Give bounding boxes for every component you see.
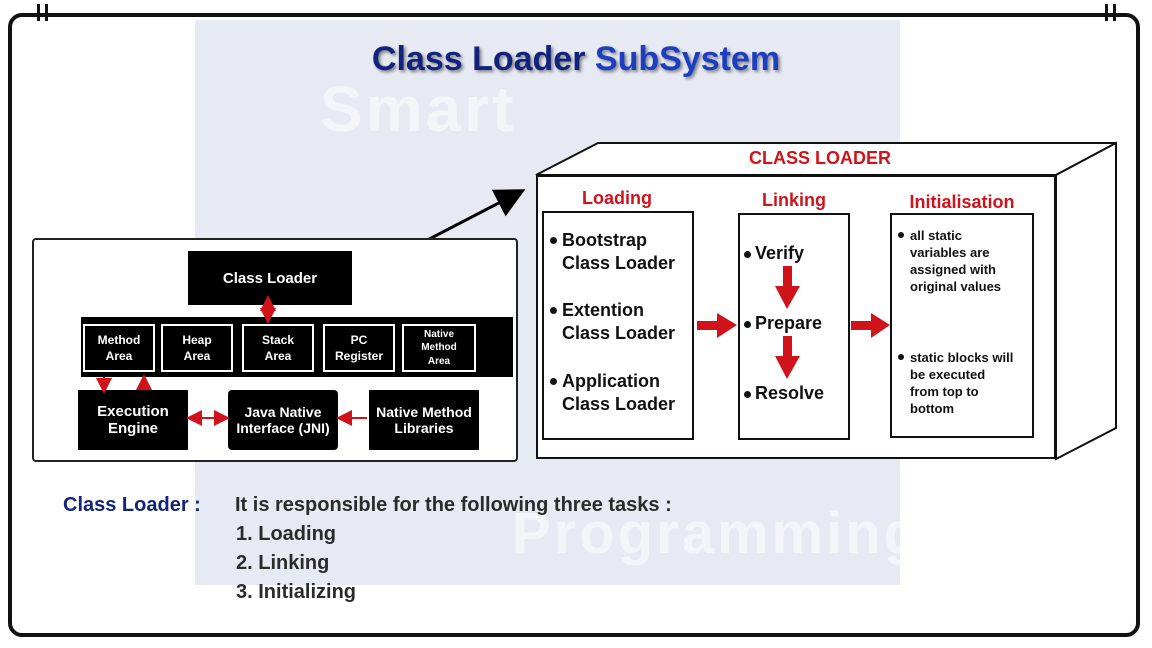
heap-area: Heap Area xyxy=(161,324,233,372)
frame-tick-left-2 xyxy=(45,4,48,21)
linking-item-prepare: Prepare xyxy=(744,313,822,334)
linking-column: Verify Prepare Resolve xyxy=(738,213,850,440)
init-item-static-variables: all static variables are assigned with o… xyxy=(898,227,1001,295)
title-main: Class Loader xyxy=(371,40,586,78)
loading-item-bootstrap: Bootstrap Class Loader xyxy=(550,229,675,275)
task-linking: 2. Linking xyxy=(236,552,330,574)
jni-block: Java Native Interface (JNI) xyxy=(228,390,338,450)
init-item-static-blocks: static blocks will be executed from top … xyxy=(898,349,1013,417)
stack-area: Stack Area xyxy=(242,324,314,372)
outer-frame xyxy=(8,13,1140,637)
task-initializing: 3. Initializing xyxy=(236,581,357,603)
jvm-architecture-panel: Class Loader Method Area Heap Area Stack… xyxy=(32,238,518,462)
class-loader-title: CLASS LOADER xyxy=(748,148,891,168)
initialisation-column: all static variables are assigned with o… xyxy=(890,213,1034,438)
initialisation-heading: Initialisation xyxy=(909,192,1015,212)
frame-tick-right-1 xyxy=(1105,4,1108,21)
loading-column: Bootstrap Class Loader Extention Class L… xyxy=(542,211,694,440)
native-method-area: Native Method Area xyxy=(402,324,476,372)
runtime-data-areas: Method Area Heap Area Stack Area PC Regi… xyxy=(81,317,513,377)
loading-item-application: Application Class Loader xyxy=(550,370,675,416)
watermark-text-top: Smart xyxy=(320,73,517,145)
linking-item-resolve: Resolve xyxy=(744,383,824,404)
linking-heading: Linking xyxy=(762,190,826,210)
title-sub: SubSystem xyxy=(594,40,781,78)
loading-item-extension: Extention Class Loader xyxy=(550,299,675,345)
pc-register: PC Register xyxy=(323,324,395,372)
watermark-text-bottom: Programming xyxy=(512,501,923,566)
jvm-connectors xyxy=(96,295,367,426)
execution-engine-block: Execution Engine xyxy=(78,390,188,450)
description-label: Class Loader : xyxy=(63,494,201,516)
page-title: Class Loader SubSystem xyxy=(0,40,1152,79)
task-loading: 1. Loading xyxy=(236,523,336,545)
frame-tick-right-2 xyxy=(1113,4,1116,21)
frame-tick-left-1 xyxy=(37,4,40,21)
linking-item-verify: Verify xyxy=(744,243,804,264)
description-text: It is responsible for the following thre… xyxy=(235,494,672,516)
native-libraries-block: Native Method Libraries xyxy=(369,390,479,450)
method-area: Method Area xyxy=(83,324,155,372)
loading-heading: Loading xyxy=(582,188,652,208)
